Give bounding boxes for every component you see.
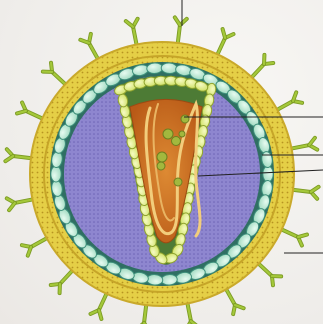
matrix-bead bbox=[263, 166, 273, 182]
core-granule bbox=[163, 129, 173, 139]
core-granule bbox=[174, 178, 182, 186]
core-granule bbox=[157, 152, 167, 162]
core-granule bbox=[172, 137, 181, 146]
matrix-bead bbox=[51, 166, 61, 182]
core-granule bbox=[181, 115, 189, 123]
core-granule bbox=[179, 131, 185, 137]
core-granule bbox=[157, 162, 165, 170]
